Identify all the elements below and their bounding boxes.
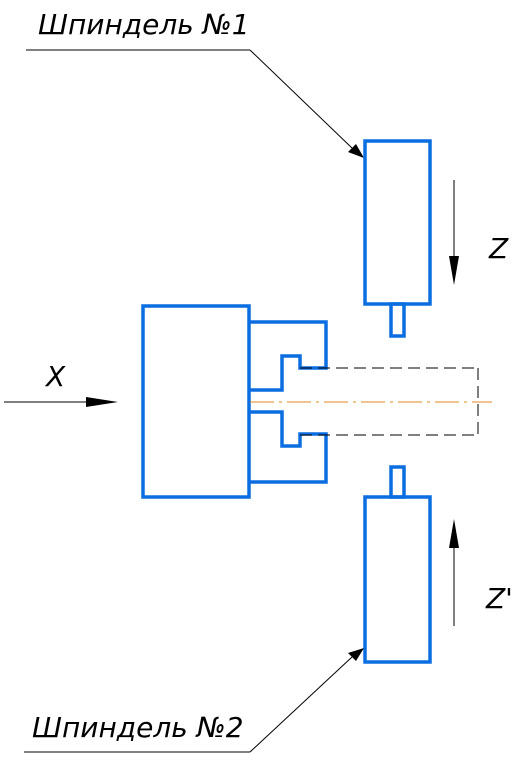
spindle-1-tool xyxy=(389,302,406,338)
spindle-2-leader-arrowhead xyxy=(348,648,364,661)
spindle-2-leader-line xyxy=(249,656,353,753)
spindle-1-leader-line xyxy=(249,49,353,149)
z-prime-axis-label: Z' xyxy=(485,582,513,615)
spindle-1-label: Шпиндель №1 xyxy=(38,8,250,41)
spindle-1-leader-arrowhead xyxy=(348,144,364,158)
spindle-2-body xyxy=(363,495,432,664)
x-axis-label: X xyxy=(44,360,66,393)
spindle-2-label: Шпиндель №2 xyxy=(32,711,244,744)
z-feed-arrowhead xyxy=(449,256,459,285)
spindle-2-tool xyxy=(389,465,406,499)
lower-jaw xyxy=(249,410,328,484)
chuck-body xyxy=(141,304,251,499)
spindle-1-body xyxy=(363,139,432,306)
x-feed-arrowhead xyxy=(86,397,118,407)
z-prime-feed-arrowhead xyxy=(449,519,459,548)
upper-jaw xyxy=(249,320,328,392)
z-axis-label: Z xyxy=(488,232,509,265)
